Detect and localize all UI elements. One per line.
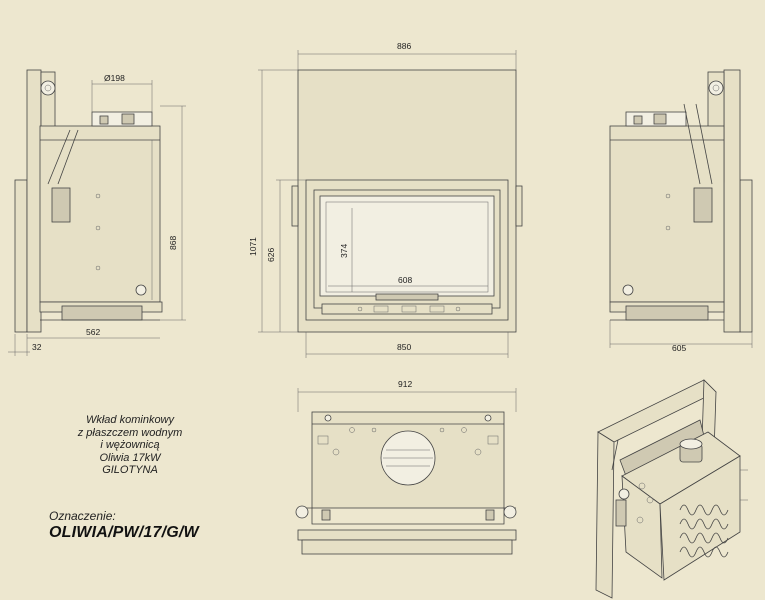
description-line-5: GILOTYNA: [102, 464, 158, 476]
product-description: Wkład kominkowy z płaszczem wodnym i węż…: [40, 414, 220, 477]
front-view: 886 850 1071 626 374 608: [248, 41, 523, 358]
designation-code: OLIWIA/PW/17/G/W: [49, 524, 199, 541]
description-line-2: z płaszczem wodnym: [77, 426, 183, 439]
left-side-view: Ø198 868 562 32: [8, 69, 186, 356]
dim-front-height-total: 1071: [248, 237, 258, 256]
description-line-1: Wkład kominkowy: [85, 414, 175, 426]
dim-front-width-bottom: 850: [397, 342, 411, 352]
dim-right-depth: 605: [672, 343, 686, 353]
dim-pipe-diameter: Ø198: [104, 73, 125, 83]
dim-side-height: 868: [168, 236, 178, 250]
description-line-3: i wężownicą: [100, 439, 160, 451]
dim-glass-width: 608: [398, 275, 412, 285]
top-view: 912: [295, 379, 517, 555]
dim-glass-height: 374: [339, 244, 349, 258]
isometric-view: [595, 379, 748, 599]
dim-top-width: 912: [398, 379, 412, 389]
dim-side-depth: 562: [86, 327, 100, 337]
designation-label: Oznaczenie:: [49, 509, 116, 523]
description-line-4: Oliwia 17kW: [99, 451, 161, 464]
dim-front-width-top: 886: [397, 41, 411, 51]
dim-front-height-inner: 626: [266, 248, 276, 262]
right-side-view: 605: [609, 69, 753, 353]
dim-side-offset: 32: [32, 342, 42, 352]
